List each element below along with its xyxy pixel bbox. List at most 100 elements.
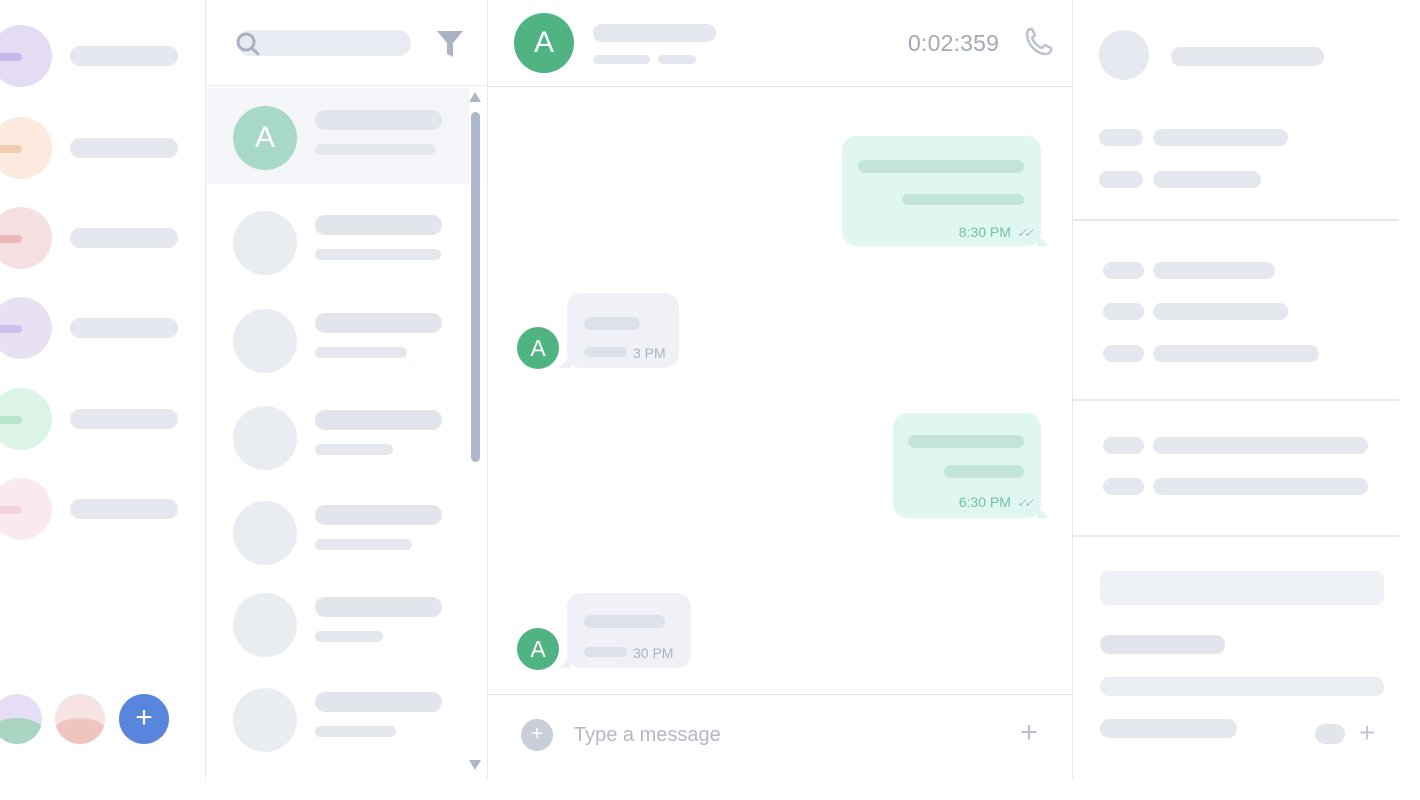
details-input-field[interactable] — [1100, 571, 1384, 605]
message-preview — [315, 347, 407, 358]
details-contact-name — [1171, 47, 1324, 66]
dock-user-avatar-2[interactable] — [55, 694, 105, 744]
details-note-line — [1100, 677, 1384, 696]
message-avatar[interactable]: A — [517, 327, 559, 369]
message-preview — [315, 631, 383, 642]
message-avatar[interactable]: A — [517, 628, 559, 670]
details-field-label — [1099, 171, 1143, 188]
conversation-item[interactable] — [207, 670, 469, 766]
attach-button[interactable]: + — [521, 719, 553, 751]
search-input[interactable] — [237, 30, 411, 56]
conversation-item[interactable] — [207, 291, 469, 387]
workspace-label — [70, 138, 178, 158]
conversation-item[interactable] — [207, 575, 469, 671]
scroll-up-arrow-icon[interactable] — [469, 92, 481, 102]
chat-contact-status-extra — [658, 55, 696, 64]
details-field-value — [1153, 129, 1288, 146]
message-input[interactable] — [574, 719, 994, 751]
message-preview — [315, 539, 412, 550]
conversation-item[interactable] — [207, 388, 469, 484]
contact-name — [315, 692, 442, 712]
details-note-line — [1100, 635, 1225, 654]
message-time: 3 PM — [633, 345, 666, 361]
details-add-button[interactable]: + — [1358, 717, 1376, 748]
details-field-value — [1153, 262, 1275, 279]
workspace-item-3[interactable] — [0, 203, 206, 273]
scroll-thumb[interactable] — [471, 112, 480, 462]
conversation-scrollbar[interactable] — [469, 92, 483, 772]
contact-avatar — [233, 501, 297, 565]
details-toggle[interactable] — [1315, 724, 1345, 744]
workspace-label — [70, 318, 178, 338]
details-field-label — [1103, 437, 1144, 454]
phone-icon[interactable] — [1022, 26, 1054, 58]
workspace-avatar — [0, 25, 52, 87]
workspace-label — [70, 409, 178, 429]
contact-name — [315, 597, 442, 617]
search-icon[interactable] — [234, 30, 262, 58]
dock-user-avatar-1[interactable] — [0, 694, 42, 744]
workspace-avatar — [0, 297, 52, 359]
conversation-item[interactable] — [207, 483, 469, 579]
details-field-value — [1153, 437, 1368, 454]
composer-add-button[interactable]: + — [1020, 716, 1038, 749]
workspace-avatar — [0, 207, 52, 269]
details-field-label — [1099, 129, 1143, 146]
chat-panel: A 0:02:359 8:30 PM✓✓ A 3 PM 6:30 PM✓✓ A … — [488, 0, 1073, 778]
section-divider — [1073, 535, 1399, 537]
chat-contact-status — [593, 55, 650, 64]
details-field-label — [1103, 345, 1144, 362]
contact-avatar — [233, 309, 297, 373]
incoming-message-bubble: 30 PM — [559, 593, 691, 668]
workspace-item-1[interactable] — [0, 21, 206, 91]
workspace-item-2[interactable] — [0, 113, 206, 183]
message-time: 8:30 PM✓✓ — [958, 224, 1034, 240]
conversation-item[interactable] — [207, 193, 469, 289]
conversation-list-panel: A — [207, 0, 488, 778]
chat-header: A 0:02:359 — [488, 0, 1073, 87]
contact-avatar — [233, 406, 297, 470]
contact-name — [315, 410, 442, 430]
message-composer: + + — [488, 694, 1073, 778]
contact-name — [315, 313, 442, 333]
message-time: 30 PM — [633, 645, 674, 661]
contact-name — [315, 215, 442, 235]
contact-name — [315, 505, 442, 525]
details-field-value — [1153, 478, 1368, 495]
workspace-item-4[interactable] — [0, 293, 206, 363]
workspace-label — [70, 228, 178, 248]
scroll-down-arrow-icon[interactable] — [469, 760, 481, 770]
contact-name — [315, 110, 442, 130]
conversation-item-active[interactable]: A — [207, 88, 469, 184]
details-field-label — [1103, 303, 1144, 320]
contact-avatar: A — [233, 106, 297, 170]
outgoing-message-bubble: 6:30 PM✓✓ — [893, 413, 1049, 518]
workspace-avatar — [0, 388, 52, 450]
details-field-value — [1153, 345, 1319, 362]
double-check-icon: ✓✓ — [1016, 226, 1034, 240]
filter-icon[interactable] — [435, 28, 465, 60]
details-field-value — [1153, 303, 1288, 320]
contact-details-panel: + — [1073, 0, 1399, 778]
message-preview — [315, 444, 393, 455]
conversation-search-bar — [207, 0, 488, 86]
details-field-label — [1103, 478, 1144, 495]
workspace-item-5[interactable] — [0, 384, 206, 454]
workspace-item-6[interactable] — [0, 474, 206, 544]
contact-avatar — [233, 593, 297, 657]
message-preview — [315, 726, 396, 737]
contact-avatar — [233, 211, 297, 275]
section-divider — [1073, 399, 1399, 401]
message-preview — [315, 249, 441, 260]
add-workspace-button[interactable]: + — [119, 694, 169, 744]
details-note-line — [1100, 719, 1237, 738]
section-divider — [1073, 219, 1399, 221]
call-timer: 0:02:359 — [908, 30, 1000, 56]
chat-contact-avatar[interactable]: A — [514, 13, 574, 73]
workspace-avatar — [0, 478, 52, 540]
workspace-sidebar: + — [0, 0, 206, 778]
details-field-label — [1103, 262, 1144, 279]
double-check-icon: ✓✓ — [1016, 496, 1034, 510]
message-preview — [315, 144, 435, 155]
chat-contact-name — [593, 24, 716, 42]
